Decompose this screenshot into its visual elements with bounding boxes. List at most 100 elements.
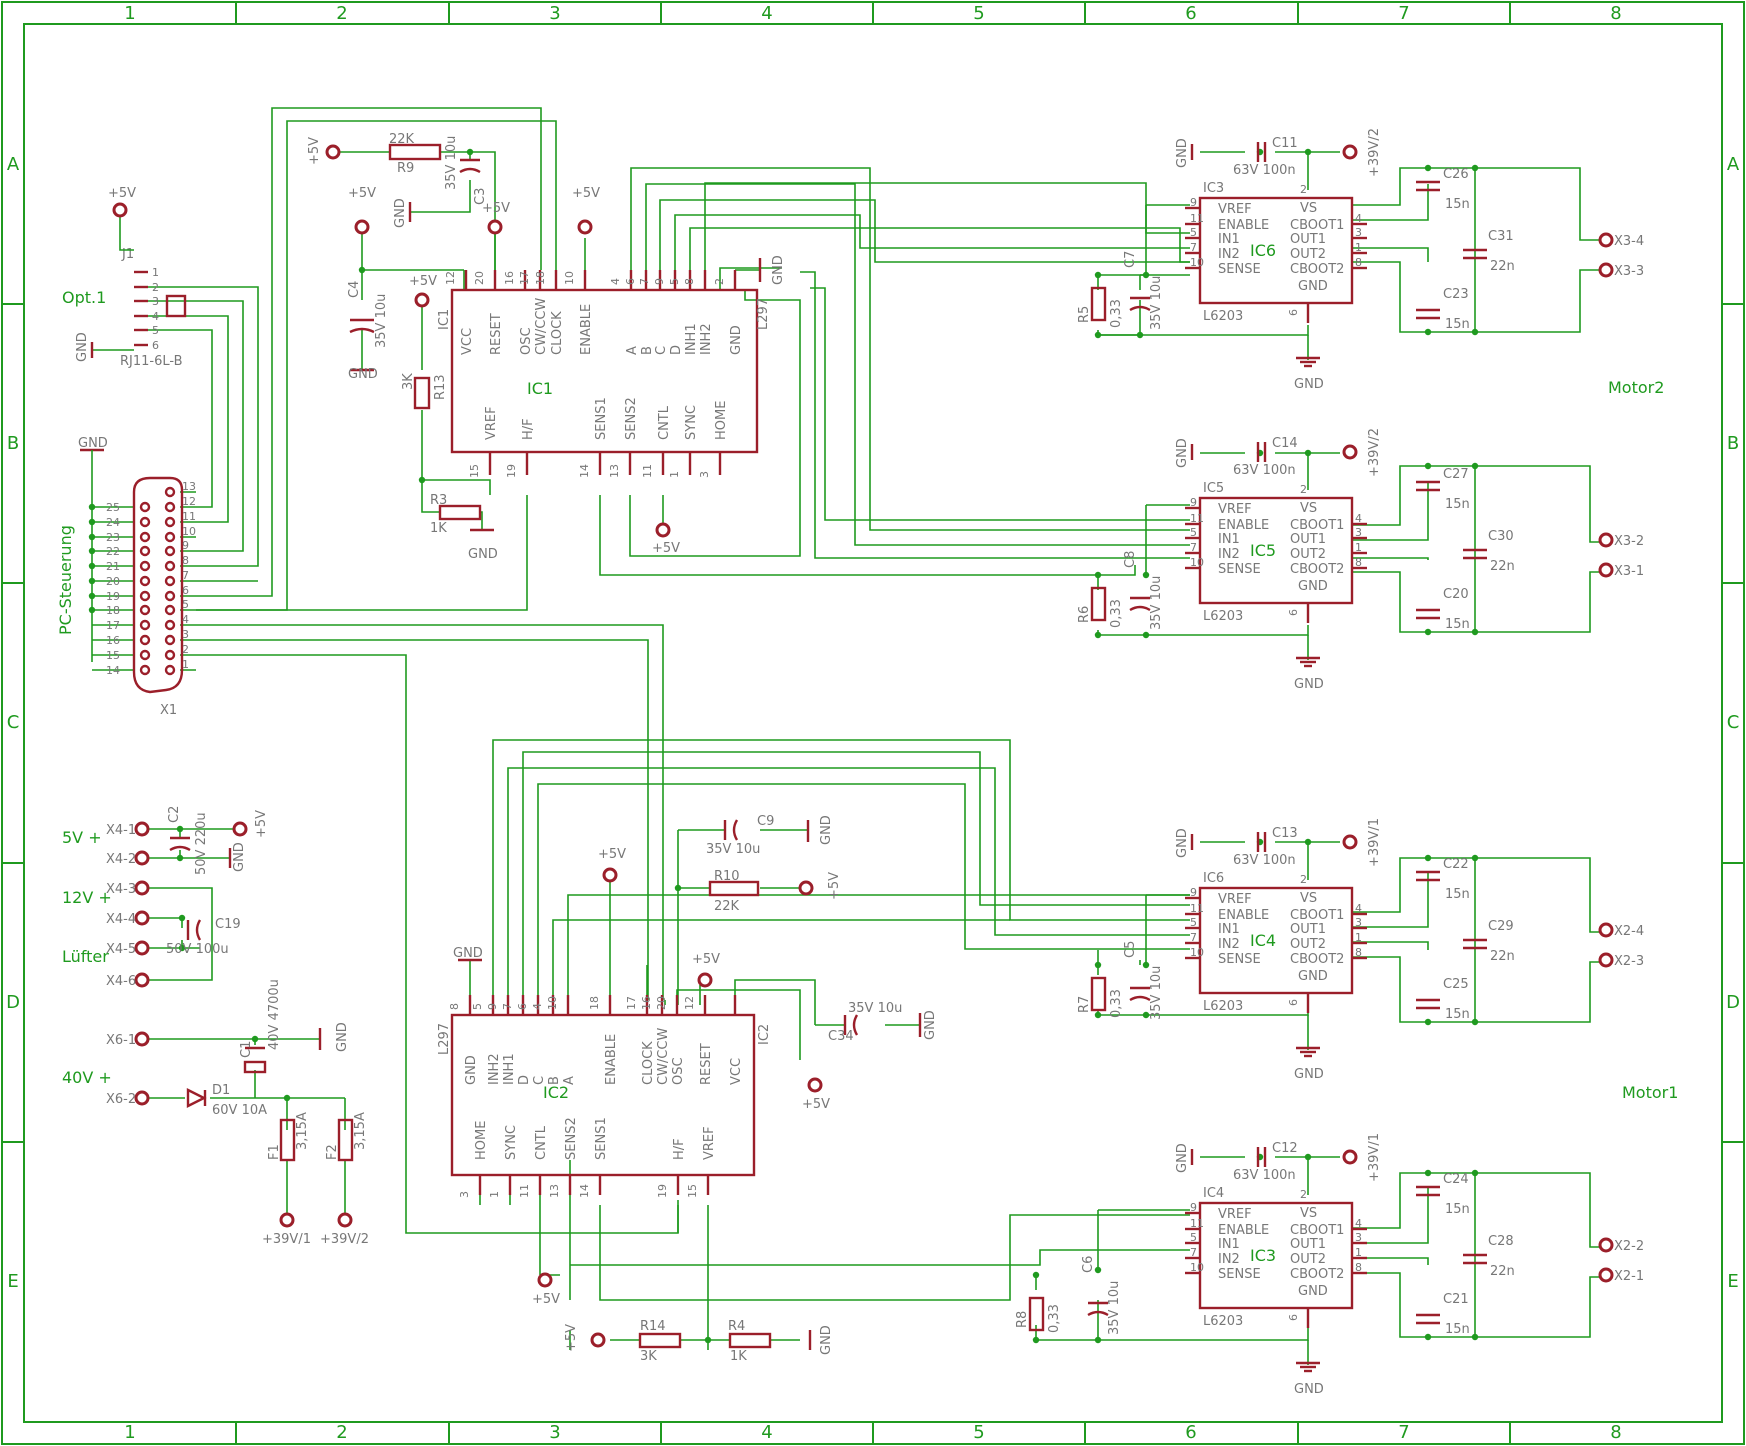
l6203-pin-label: IN2 bbox=[1218, 247, 1240, 262]
boot-cap-name: C26 bbox=[1443, 167, 1469, 182]
l6203-vs-num: 2 bbox=[1300, 873, 1307, 886]
ic2-pin-number: 16 bbox=[640, 996, 653, 1010]
l6203-pin-number: 9 bbox=[1190, 196, 1197, 209]
ic1-pin-label: INH2 bbox=[699, 323, 714, 355]
ic1-pin-number: 4 bbox=[609, 278, 622, 285]
ic2-pin-label: CNTL bbox=[534, 1125, 549, 1160]
frame-row-e: E bbox=[7, 1271, 18, 1292]
sense-r-value: 0,33 bbox=[1109, 989, 1124, 1018]
sense-r-value: 0,33 bbox=[1109, 299, 1124, 328]
out-cap-value: 22n bbox=[1490, 559, 1515, 574]
x1-pin-number: 1 bbox=[182, 658, 189, 671]
ic1-pin-label: A bbox=[625, 346, 640, 355]
ic2-pin-number: 13 bbox=[548, 1184, 561, 1198]
ic2-pin-number: 1 bbox=[488, 1191, 501, 1198]
c4-gnd-label: GND bbox=[348, 367, 378, 382]
f1-out-terminal bbox=[279, 1212, 295, 1228]
l6203-pin-number: 3 bbox=[1355, 226, 1362, 239]
power-terminal-label: X4-1 bbox=[106, 823, 136, 838]
frame-col-6-bottom: 6 bbox=[1185, 1422, 1196, 1443]
c19-value: 50V 100u bbox=[166, 942, 229, 957]
ic2-part: L297 bbox=[437, 1023, 452, 1055]
motor-terminal-label: X3-1 bbox=[1614, 564, 1644, 579]
l6203-pin-number: 8 bbox=[1355, 556, 1362, 569]
frame-col-8-bottom: 8 bbox=[1610, 1422, 1621, 1443]
c2-gnd-label: GND bbox=[232, 842, 247, 872]
l6203-gnd-num: 6 bbox=[1287, 609, 1300, 616]
sense-cap-value: 35V 10u bbox=[1107, 1281, 1122, 1335]
ic2-pin-label: INH2 bbox=[487, 1053, 502, 1085]
x1-pin-number: 6 bbox=[182, 584, 189, 597]
ic1-pin-number: 14 bbox=[578, 464, 591, 478]
r14-5v-label: +5V bbox=[564, 1324, 579, 1352]
out-cap-name: C28 bbox=[1488, 1234, 1514, 1249]
c9-name: C9 bbox=[757, 814, 774, 829]
l6203-pin-number: 5 bbox=[1190, 1231, 1197, 1244]
sense-cap-value: 35V 10u bbox=[1149, 276, 1164, 330]
l6203-tag: IC6 bbox=[1203, 871, 1224, 886]
l6203-pin-number: 11 bbox=[1190, 902, 1204, 915]
pc-steuerung-label: PC-Steuerung bbox=[56, 525, 75, 635]
boot-cap-name: C23 bbox=[1443, 287, 1469, 302]
c19-name: C19 bbox=[215, 917, 241, 932]
out-cap-name: C30 bbox=[1488, 529, 1514, 544]
boot-cap-name: C24 bbox=[1443, 1172, 1469, 1187]
l6203-pin-label: ENABLE bbox=[1218, 908, 1269, 923]
ic1-pin-label: INH1 bbox=[684, 323, 699, 355]
out-cap-value: 22n bbox=[1490, 259, 1515, 274]
l6203-pin-label: CBOOT1 bbox=[1290, 908, 1344, 923]
r13-body bbox=[413, 376, 431, 410]
l6203-pin-number: 7 bbox=[1190, 541, 1197, 554]
frame-row-b: B bbox=[7, 433, 19, 454]
l6203-name: IC5 bbox=[1250, 541, 1276, 560]
ic1-pin-number: 13 bbox=[608, 464, 621, 478]
r3-body bbox=[438, 504, 482, 521]
l6203-pin-number: 1 bbox=[1355, 541, 1362, 554]
f1-out-label: +39V/1 bbox=[262, 1232, 311, 1247]
ic1-pin-number: 1 bbox=[668, 471, 681, 478]
ic2-pin-number: 4 bbox=[531, 1003, 544, 1010]
r13-5v-terminal bbox=[414, 292, 430, 308]
x1-pin-number: 17 bbox=[106, 619, 120, 632]
power-terminal bbox=[134, 1090, 150, 1106]
c2-name: C2 bbox=[167, 806, 182, 823]
junction-dots bbox=[88, 148, 1479, 1344]
boot-cap-value: 15n bbox=[1445, 1202, 1470, 1217]
l6203-pin-number: 4 bbox=[1355, 512, 1362, 525]
wires bbox=[91, 107, 1600, 1365]
ic2-pin-number: 17 bbox=[625, 996, 638, 1010]
v5-label: 5V + bbox=[62, 828, 102, 847]
frame-col-3: 3 bbox=[549, 3, 560, 24]
ic1-pin-number: 5 bbox=[668, 278, 681, 285]
l6203-tag: IC3 bbox=[1203, 181, 1224, 196]
ic2-pin-number: 12 bbox=[683, 996, 696, 1010]
boot-cap-value: 15n bbox=[1445, 1007, 1470, 1022]
j1-type: RJ11-6L-B bbox=[120, 354, 183, 369]
ic2-pin-number: 10 bbox=[546, 996, 559, 1010]
l6203-pin-label: OUT2 bbox=[1290, 247, 1326, 262]
x1-pin-number: 2 bbox=[182, 643, 189, 656]
l6203-pin-number: 1 bbox=[1355, 241, 1362, 254]
ic2-pin-number: 20 bbox=[655, 996, 668, 1010]
x1-pin-number: 15 bbox=[106, 649, 120, 662]
x1-pin-number: 21 bbox=[106, 560, 120, 573]
f1-value: 3,15A bbox=[295, 1112, 310, 1150]
c1-name: C1 bbox=[239, 1041, 254, 1058]
l6203-pin-label: CBOOT2 bbox=[1290, 262, 1344, 277]
l6203-gnd: GND bbox=[1298, 279, 1328, 294]
power-terminal-label: X4-5 bbox=[106, 942, 136, 957]
l6203-pin-number: 3 bbox=[1355, 916, 1362, 929]
ic2-cntl-5v-label: +5V bbox=[532, 1292, 560, 1307]
c3-value: 35V 10u bbox=[444, 136, 459, 190]
supply-cap-value: 63V 100n bbox=[1233, 853, 1296, 868]
ic1-pin-number: 19 bbox=[505, 464, 518, 478]
l6203-tag: IC5 bbox=[1203, 481, 1224, 496]
power-terminal-label: X4-4 bbox=[106, 912, 136, 927]
ic1-pin-number: 20 bbox=[473, 271, 486, 285]
l6203-vs-num: 2 bbox=[1300, 483, 1307, 496]
ic2-pin-label: CW/CCW bbox=[656, 1028, 671, 1085]
l6203-pin-number: 7 bbox=[1190, 931, 1197, 944]
c3-gnd-label: GND bbox=[393, 198, 408, 228]
